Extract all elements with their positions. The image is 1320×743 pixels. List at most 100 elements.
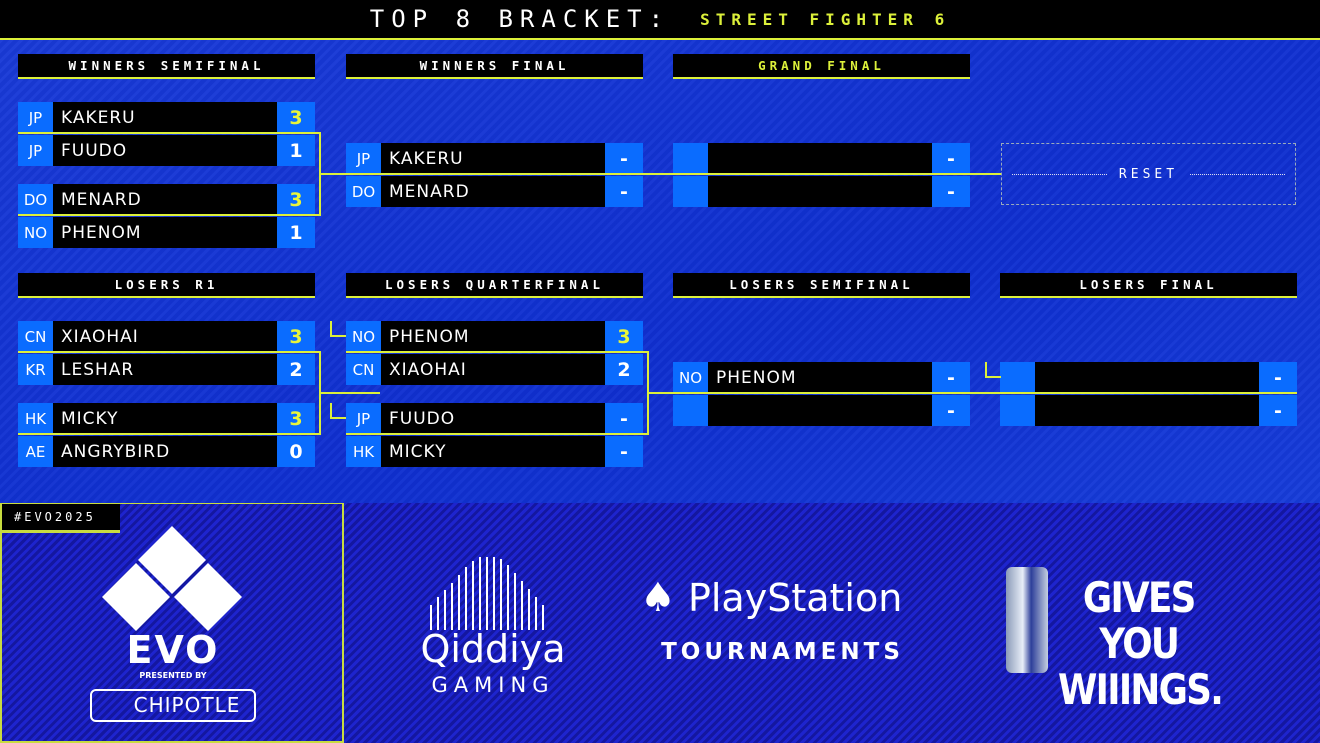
country-code: CN (346, 354, 381, 385)
player-score: 1 (277, 217, 315, 248)
player-row[interactable]: - (673, 176, 970, 207)
playstation-logo: ♠ PlayStation (640, 575, 930, 621)
player-name: KAKERU (53, 102, 277, 133)
player-row[interactable]: - (673, 395, 970, 426)
country-code: HK (346, 436, 381, 467)
player-name: MENARD (53, 184, 277, 215)
round-header: LOSERS R1 (18, 273, 315, 298)
evo-wordmark: EVO (126, 628, 220, 672)
country-code: JP (18, 135, 53, 166)
country-code: NO (673, 362, 708, 393)
player-name: MICKY (53, 403, 277, 434)
country-code: AE (18, 436, 53, 467)
top-bar: TOP 8 BRACKET: STREET FIGHTER 6 (0, 0, 1320, 40)
country-code: JP (346, 143, 381, 174)
evo-diamond-icon (102, 526, 242, 631)
player-score: 3 (277, 102, 315, 133)
player-name: PHENOM (708, 362, 932, 393)
presented-by: PRESENTED BY (139, 671, 207, 680)
player-name: FUUDO (381, 403, 605, 434)
player-score: 0 (277, 436, 315, 467)
player-score: 3 (605, 321, 643, 352)
player-row[interactable]: - (1000, 362, 1297, 393)
player-name: XIAOHAI (381, 354, 605, 385)
qiddiya-arch-icon (430, 557, 544, 630)
player-score: - (932, 176, 970, 207)
player-name (1035, 395, 1259, 426)
round-header: LOSERS SEMIFINAL (673, 273, 970, 298)
country-code (1000, 395, 1035, 426)
hashtag: #EVO2025 (2, 504, 120, 533)
player-score: - (1259, 395, 1297, 426)
qiddiya-logo: Qiddiya (420, 627, 566, 671)
divider (1011, 173, 1107, 175)
player-score: 3 (277, 184, 315, 215)
player-name: XIAOHAI (53, 321, 277, 352)
sponsor-banner: #EVO2025 EVO PRESENTED BY CHIPOTLE Qiddi… (0, 503, 1320, 743)
country-code: NO (346, 321, 381, 352)
player-score: - (932, 143, 970, 174)
country-code: DO (18, 184, 53, 215)
player-score: - (1259, 362, 1297, 393)
player-name: PHENOM (381, 321, 605, 352)
player-score: - (605, 176, 643, 207)
qiddiya-gaming: GAMING (431, 673, 555, 697)
evo-logo-panel: #EVO2025 EVO PRESENTED BY CHIPOTLE (0, 503, 344, 743)
player-name: MICKY (381, 436, 605, 467)
player-score: 2 (277, 354, 315, 385)
player-score: - (932, 395, 970, 426)
playstation-icon: ♠ (640, 575, 676, 621)
player-row[interactable]: - (673, 143, 970, 174)
country-code: JP (346, 403, 381, 434)
redbull-slogan: GIVES YOU WIIINGS. (1058, 573, 1224, 714)
round-header: LOSERS QUARTERFINAL (346, 273, 643, 298)
player-score: - (932, 362, 970, 393)
player-score: - (605, 403, 643, 434)
chipotle-logo: CHIPOTLE (90, 689, 256, 722)
country-code: DO (346, 176, 381, 207)
player-score: 3 (277, 403, 315, 434)
round-header: LOSERS FINAL (1000, 273, 1297, 298)
country-code: JP (18, 102, 53, 133)
player-name: LESHAR (53, 354, 277, 385)
player-score: 1 (277, 135, 315, 166)
player-score: 2 (605, 354, 643, 385)
country-code: NO (18, 217, 53, 248)
country-code (673, 395, 708, 426)
country-code: CN (18, 321, 53, 352)
country-code (673, 176, 708, 207)
player-row[interactable]: - (1000, 395, 1297, 426)
player-name (708, 143, 932, 174)
reset-label: RESET (1118, 166, 1179, 182)
round-header: WINNERS SEMIFINAL (18, 54, 315, 79)
country-code (673, 143, 708, 174)
player-score: - (605, 143, 643, 174)
player-name (1035, 362, 1259, 393)
playstation-tournaments: TOURNAMENTS (661, 639, 904, 665)
playstation-wordmark: PlayStation (687, 576, 903, 620)
player-score: 3 (277, 321, 315, 352)
player-name: MENARD (381, 176, 605, 207)
page-title: TOP 8 BRACKET: (369, 5, 671, 33)
player-name (708, 176, 932, 207)
round-header: WINNERS FINAL (346, 54, 643, 79)
player-name: ANGRYBIRD (53, 436, 277, 467)
round-header: GRAND FINAL (673, 54, 970, 79)
player-name (708, 395, 932, 426)
player-name: FUUDO (53, 135, 277, 166)
